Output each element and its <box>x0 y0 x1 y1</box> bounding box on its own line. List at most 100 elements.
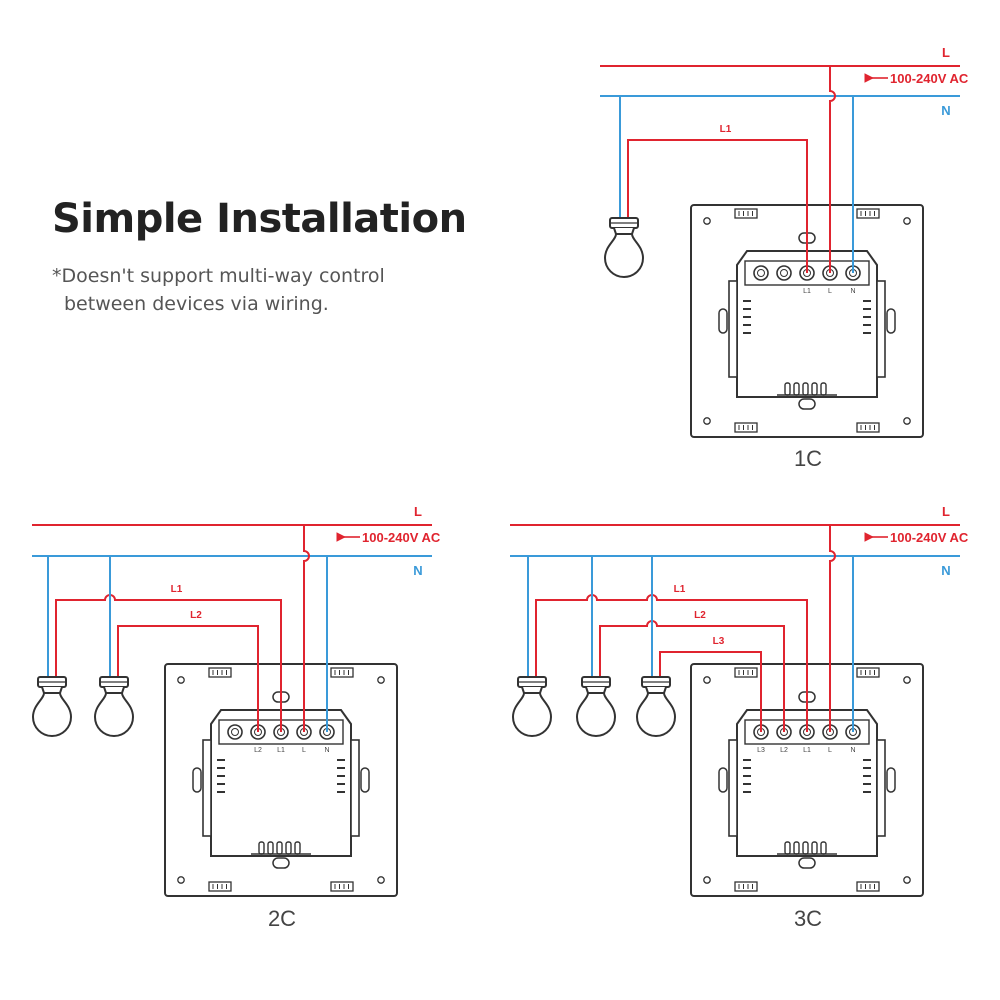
plate-clip <box>734 422 758 433</box>
connector-pin <box>276 841 283 855</box>
terminal-block <box>736 709 878 857</box>
side-slot <box>192 767 202 793</box>
terminal-label: N <box>850 288 855 295</box>
diagram-caption: 3C <box>794 906 822 931</box>
bottom-notch <box>272 857 290 869</box>
terminal-screw-inner <box>757 269 765 277</box>
terminal-label: N <box>324 747 329 754</box>
bulb-icon <box>31 692 73 737</box>
terminal-label: L <box>828 747 832 754</box>
side-slot <box>718 308 728 334</box>
terminal-screw-icon <box>753 265 769 281</box>
terminal-label: L2 <box>254 747 262 754</box>
connector-pin <box>820 382 827 396</box>
voltage-label: 100-240V AC <box>362 530 441 545</box>
plate-clip <box>856 422 880 433</box>
side-slot <box>886 767 896 793</box>
terminal-label: L2 <box>780 747 788 754</box>
plate-clip <box>734 667 758 678</box>
block-side-left <box>728 739 738 837</box>
live-feed-wire <box>829 66 836 273</box>
diagram-caption: 2C <box>268 906 296 931</box>
corner-screw-icon <box>177 876 185 884</box>
terminal-screw-icon <box>227 724 243 740</box>
terminal-block <box>210 709 352 857</box>
terminal-label: L1 <box>803 747 811 754</box>
plate-clip <box>330 667 354 678</box>
terminal-label: L1 <box>277 747 285 754</box>
connector-pin <box>793 382 800 396</box>
load-label: L2 <box>190 610 202 621</box>
block-side-right <box>876 739 886 837</box>
live-feed-wire <box>829 525 836 732</box>
corner-screw-icon <box>903 217 911 225</box>
connector-pin <box>258 841 265 855</box>
plate-clip <box>330 881 354 892</box>
connector-pin <box>811 841 818 855</box>
corner-screw-icon <box>703 676 711 684</box>
load-wire-l1 <box>535 594 808 732</box>
live-label: L <box>942 45 950 60</box>
connector-pin <box>820 841 827 855</box>
load-label: L1 <box>674 584 686 595</box>
corner-screw-icon <box>377 676 385 684</box>
bottom-notch <box>798 398 816 410</box>
connector-pin <box>294 841 301 855</box>
side-slot <box>886 308 896 334</box>
diagram-caption: 1C <box>794 446 822 471</box>
load-wire-l2 <box>117 625 259 732</box>
neutral-label: N <box>941 103 950 118</box>
bulb-icon <box>635 692 677 737</box>
connector-pin <box>802 841 809 855</box>
load-wire-l3 <box>659 651 762 732</box>
plate-clip <box>208 881 232 892</box>
terminal-screw-icon <box>776 265 792 281</box>
neutral-label: N <box>941 563 950 578</box>
terminal-block <box>736 250 878 398</box>
neutral-label: N <box>413 563 422 578</box>
plate-clip <box>734 208 758 219</box>
plate-clip <box>734 881 758 892</box>
plate-clip <box>856 667 880 678</box>
terminal-screw-inner <box>231 728 239 736</box>
page-title: Simple Installation <box>52 196 467 242</box>
plate-clip <box>856 881 880 892</box>
block-side-left <box>202 739 212 837</box>
load-wire-l1 <box>627 139 808 273</box>
bulb-icon <box>93 692 135 737</box>
corner-screw-icon <box>903 417 911 425</box>
plate-clip <box>856 208 880 219</box>
voltage-label: 100-240V AC <box>890 71 969 86</box>
connector-pin <box>285 841 292 855</box>
load-label: L1 <box>720 124 732 135</box>
corner-screw-icon <box>177 676 185 684</box>
live-label: L <box>942 504 950 519</box>
voltage-label: 100-240V AC <box>890 530 969 545</box>
corner-screw-icon <box>703 217 711 225</box>
plate-clip <box>208 667 232 678</box>
bulb-icon <box>603 233 645 278</box>
corner-screw-icon <box>903 876 911 884</box>
side-slot <box>360 767 370 793</box>
block-side-left <box>728 280 738 378</box>
live-feed-wire <box>303 525 310 732</box>
terminal-label: N <box>850 747 855 754</box>
connector-pin <box>802 382 809 396</box>
side-slot <box>718 767 728 793</box>
block-side-right <box>350 739 360 837</box>
connector-pin <box>784 382 791 396</box>
terminal-label: L3 <box>757 747 765 754</box>
terminal-label: L1 <box>803 288 811 295</box>
bulb-icon <box>511 692 553 737</box>
terminal-screw-inner <box>780 269 788 277</box>
terminal-label: L <box>302 747 306 754</box>
note-line-1: *Doesn't support multi-way control <box>52 265 385 287</box>
load-label: L1 <box>171 584 183 595</box>
connector-pin <box>811 382 818 396</box>
corner-screw-icon <box>377 876 385 884</box>
corner-screw-icon <box>903 676 911 684</box>
